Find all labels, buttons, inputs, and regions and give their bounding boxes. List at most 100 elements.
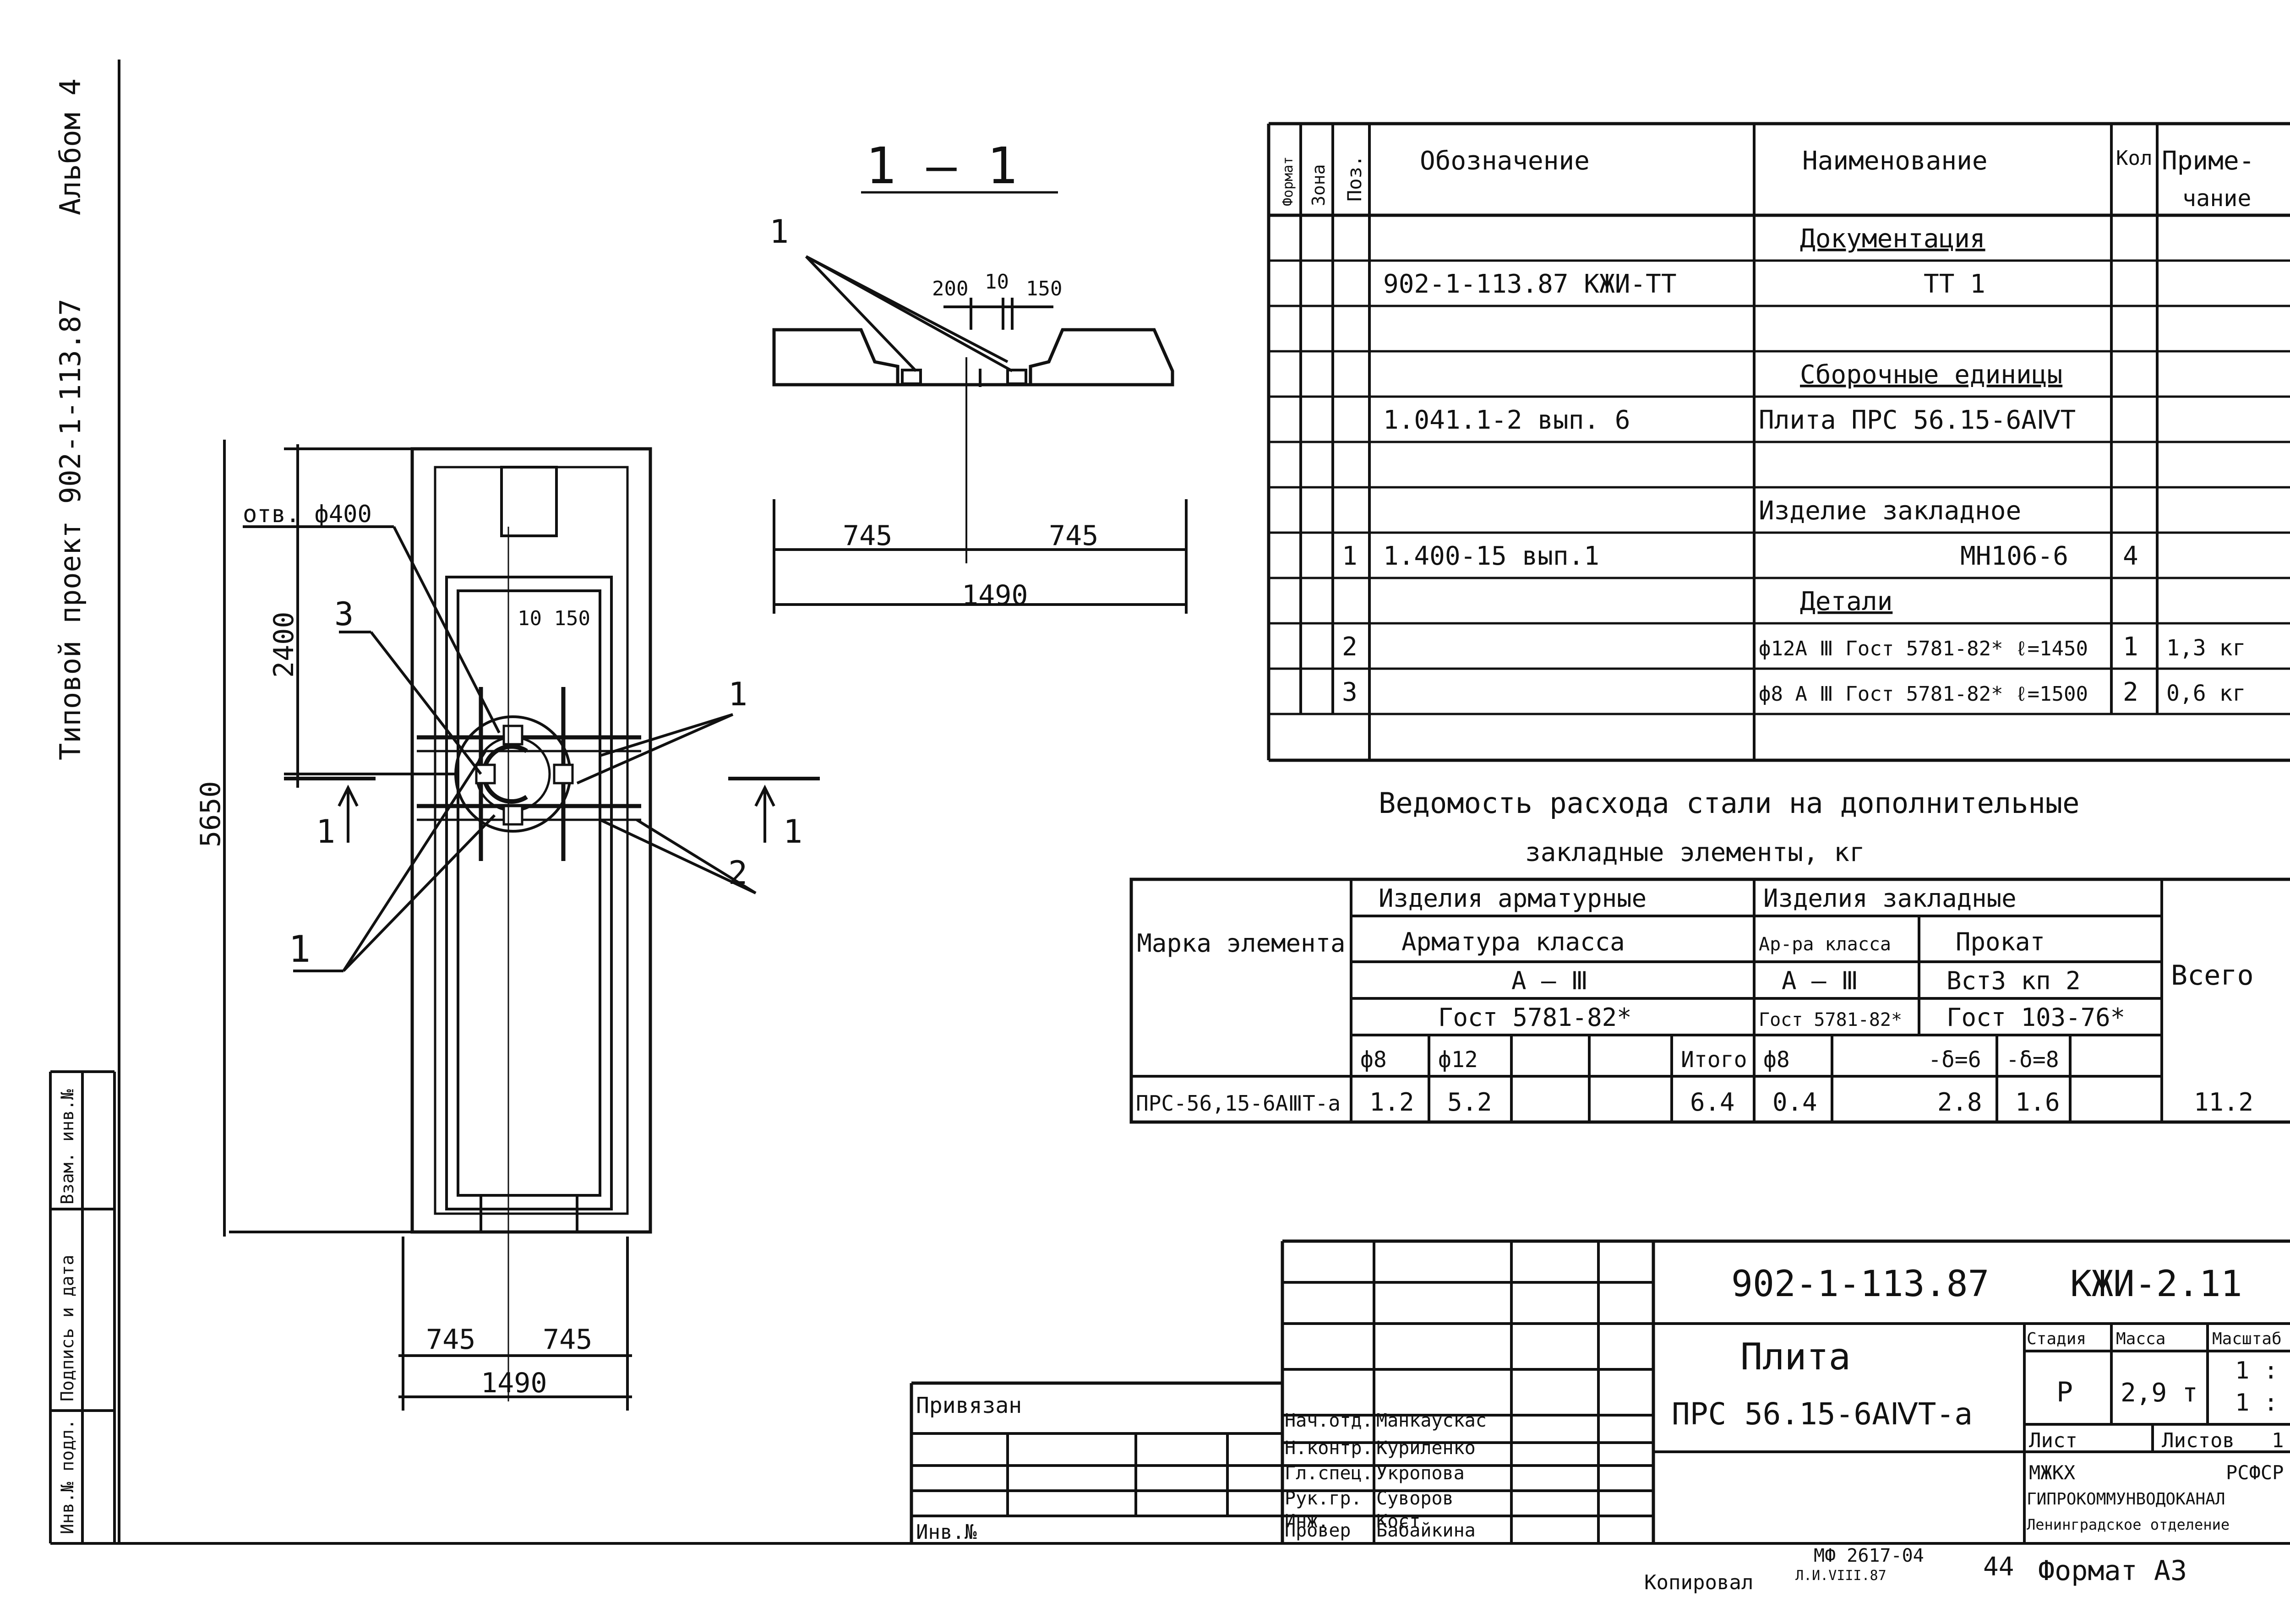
tb-copied-name: Л.И.VIII.87 <box>1795 1568 1887 1584</box>
tb-name: Суворов <box>1376 1488 1454 1509</box>
tb-stage-h: Стадия <box>2027 1330 2086 1348</box>
stamp-inv: Инв.№ подл. <box>57 1419 77 1534</box>
spec-designation: 1.400-15 вып.1 <box>1383 541 1599 571</box>
tb-role: Рук.гр. <box>1285 1488 1362 1509</box>
tb-role: Нач.отд. <box>1285 1410 1373 1431</box>
steel-h-steel: Вст3 кп 2 <box>1946 966 2081 995</box>
tb-org-1b: РСФСР <box>2226 1461 2284 1484</box>
tb-org-1: МЖКХ <box>2029 1461 2075 1484</box>
steel-h-gost3: Гост 103-76* <box>1946 1003 2125 1032</box>
spec-name: ТТ 1 <box>1924 269 1985 299</box>
steel-table-lines <box>1129 877 2290 1124</box>
steel-title-1: Ведомость расхода стали на дополнительны… <box>1379 786 2079 820</box>
steel-title-2: закладные элементы, кг <box>1525 838 1865 867</box>
steel-value: 1.2 <box>1369 1088 1414 1117</box>
plan-dim-5650: 5650 <box>195 781 227 848</box>
plan-dim-10-150: 10 150 <box>518 607 590 630</box>
tb-name: Бабайкина <box>1376 1520 1476 1541</box>
plan-dim-1490: 1490 <box>481 1367 547 1399</box>
spec-h-designation: Обозначение <box>1420 146 1590 176</box>
plan-callout-1b: 1 <box>289 928 311 970</box>
tb-scale-2: 1 : 2 <box>2235 1389 2290 1417</box>
tb-name: Укропова <box>1376 1463 1465 1484</box>
plan-callout-1a: 1 <box>728 676 747 713</box>
steel-value: 6.4 <box>1690 1088 1735 1117</box>
spec-name: ф8 А Ⅲ Гост 5781-82* ℓ=1500 <box>1759 682 2088 706</box>
tb-copied: Копировал <box>1644 1571 1753 1594</box>
steel-value: 1.6 <box>2015 1088 2060 1117</box>
steel-h-gost2: Гост 5781-82* <box>1759 1009 1902 1030</box>
tb-role: Н.контр. <box>1285 1438 1373 1459</box>
tb-scale-h: Масштаб <box>2212 1330 2282 1348</box>
steel-h-a3: А – Ⅲ <box>1511 966 1588 995</box>
steel-subheader: ф8 <box>1360 1047 1387 1073</box>
tb-stage: Р <box>2056 1376 2073 1408</box>
tb-role: Инж. <box>1285 1511 1329 1532</box>
spec-qty: 2 <box>2123 677 2138 707</box>
steel-subheader: -δ=6 <box>1928 1047 1981 1073</box>
spec-h-qty: Кол <box>2116 147 2152 170</box>
tb-page: 44 <box>1983 1552 2014 1582</box>
plan-view <box>223 440 820 1411</box>
steel-mark-header: Марка элемента <box>1137 929 1346 958</box>
project-label: Типовой проект 902-1-113.87 <box>54 299 87 760</box>
steel-h-arm: Изделия арматурные <box>1379 884 1647 913</box>
spec-qty: 4 <box>2123 541 2138 571</box>
spec-h-pos: Поз. <box>1343 155 1366 202</box>
steel-mark: ПРС-56,15-6АⅢТ-а <box>1136 1091 1341 1116</box>
tb-org-2: ГИПРОКОММУНВОДОКАНАЛ <box>2027 1490 2225 1509</box>
spec-h-note1: Приме- <box>2162 146 2254 176</box>
plan-dim-745b: 745 <box>543 1324 592 1356</box>
spec-qty: 1 <box>2123 632 2138 662</box>
tb-inv: Инв.№ <box>916 1520 977 1544</box>
steel-h-rolled: Прокат <box>1956 927 2045 956</box>
spec-note: 0,6 кг <box>2166 681 2246 706</box>
section-dim-200: 200 <box>932 277 968 300</box>
tb-format: Формат А3 <box>2038 1555 2187 1587</box>
section-dim-745a: 745 <box>843 520 892 552</box>
tb-name: Куриленко <box>1376 1438 1476 1459</box>
spec-h-note2: чание <box>2182 185 2252 212</box>
spec-name: Детали <box>1800 587 1892 616</box>
section-callout: 1 <box>769 213 789 251</box>
stamp-sign: Подпись и дата <box>57 1255 77 1401</box>
steel-h-arm-class: Арматура класса <box>1401 927 1625 956</box>
spec-name: ф12А Ⅲ Гост 5781-82* ℓ=1450 <box>1759 637 2088 660</box>
steel-value: 0.4 <box>1772 1088 1817 1117</box>
steel-h-gost1: Гост 5781-82* <box>1438 1003 1632 1032</box>
stamp-replace: Взам. инв.№ <box>57 1089 77 1204</box>
steel-value: 5.2 <box>1447 1088 1492 1117</box>
tb-doc-number: 902-1-113.87 <box>1731 1264 1990 1305</box>
tb-attached: Привязан <box>916 1393 1022 1418</box>
section-title: 1 — 1 <box>866 136 1017 195</box>
steel-subheader: ф12 <box>1438 1047 1478 1073</box>
plan-dim-2400: 2400 <box>268 612 300 678</box>
spec-h-format: Формат <box>1280 157 1296 206</box>
spec-name: Сборочные единицы <box>1800 360 2062 390</box>
spec-row-lines <box>1269 259 2290 715</box>
section-dim-10: 10 <box>985 270 1009 294</box>
spec-name: МН106-6 <box>1960 541 2068 571</box>
tb-product-2: ПРС 56.15-6АⅣТ-а <box>1672 1396 1973 1432</box>
spec-h-zone: Зона <box>1309 164 1329 206</box>
tb-org-3: Ленинградское отделение <box>2027 1516 2230 1533</box>
section-dim-1490: 1490 <box>962 579 1028 611</box>
plan-dim-745a: 745 <box>426 1324 475 1356</box>
tb-name: Манкаускас <box>1376 1410 1487 1431</box>
spec-pos: 2 <box>1342 632 1358 662</box>
spec-pos: 1 <box>1342 541 1358 571</box>
steel-subheader: ф8 <box>1763 1047 1790 1073</box>
section-view <box>772 191 1188 614</box>
steel-h-emb: Изделия закладные <box>1763 884 2017 913</box>
steel-subheader: -δ=8 <box>2006 1047 2059 1073</box>
tb-name: Кост <box>1376 1511 1420 1532</box>
spec-pos: 3 <box>1342 677 1358 707</box>
steel-h-ar-class: Ар-ра класса <box>1759 934 1891 955</box>
plan-callout-2: 2 <box>728 854 747 892</box>
spec-name: Изделие закладное <box>1759 496 2021 526</box>
spec-designation: 902-1-113.87 КЖИ-ТТ <box>1383 269 1677 299</box>
